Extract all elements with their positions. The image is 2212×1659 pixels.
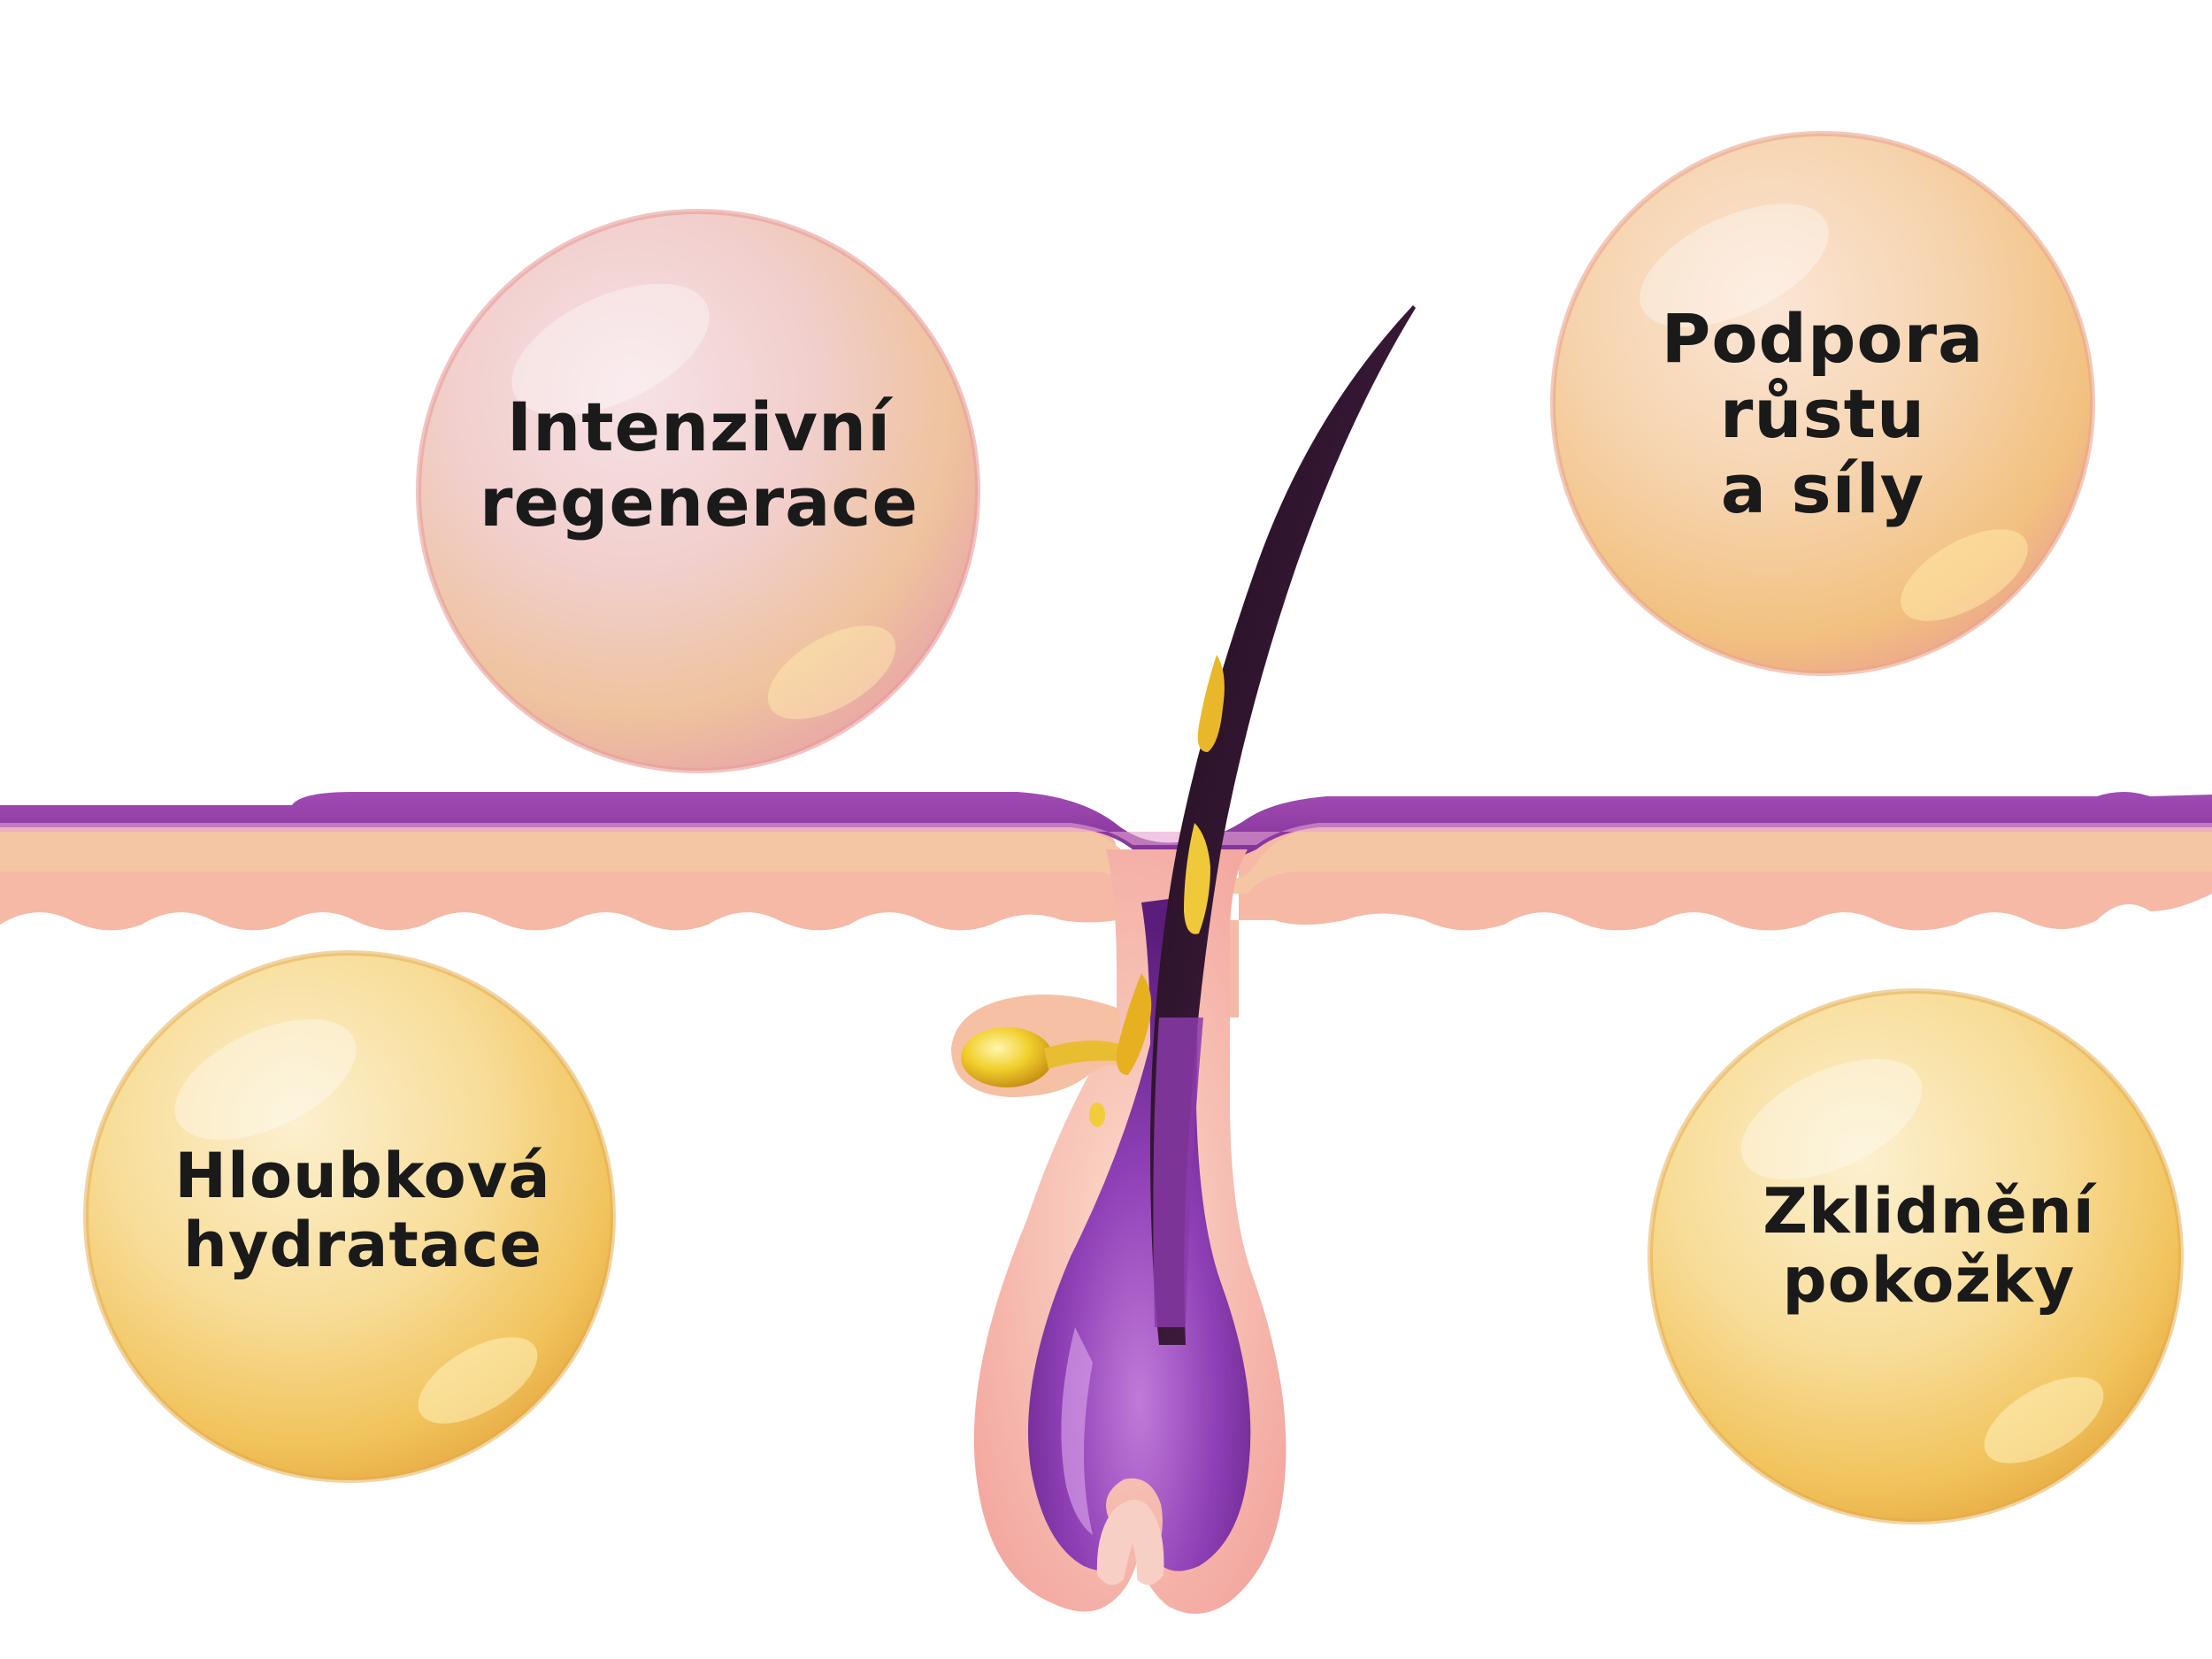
label-skin-soothing: Zklidnění pokožky [1681,1177,2177,1316]
dermal-papilla [1096,1500,1164,1586]
label-hydration-line2: hydratace [183,1209,542,1282]
bubble-growth [1550,131,2095,676]
bubble-regeneration [416,209,980,773]
label-regeneration-line2: regenerace [480,463,918,542]
skin-surface-highlight [0,823,2212,845]
oil-duct [1044,1041,1124,1069]
label-growth-support: Podpora růstu a síly [1575,301,2070,526]
label-growth-line1: Podpora [1661,299,1985,378]
label-hydration-line1: Hloubková [174,1140,551,1212]
label-growth-line2: růstu [1719,374,1926,454]
sebaceous-oil [961,1027,1053,1087]
label-intensive-regeneration: Intenzivní regenerace [425,389,973,540]
bubble-soothing [1647,988,2184,1525]
skin-epidermis [0,827,2212,894]
label-soothing-line1: Zklidnění [1763,1175,2095,1248]
follicle-highlight [1061,1327,1093,1535]
oil-drop [1089,1102,1105,1127]
oil-streak-upper [1197,655,1225,752]
skin-surface [0,792,2212,863]
label-regeneration-line1: Intenzivní [506,388,892,466]
label-deep-hydration: Hloubková hydratace [115,1141,611,1280]
label-growth-line3: a síly [1720,449,1925,529]
hair-root-purple [1153,1018,1203,1327]
bubble-hydration [83,950,616,1483]
oil-streak-middle [1184,823,1210,934]
oil-streak-lower [1116,973,1152,1075]
label-soothing-line2: pokožky [1782,1244,2076,1317]
